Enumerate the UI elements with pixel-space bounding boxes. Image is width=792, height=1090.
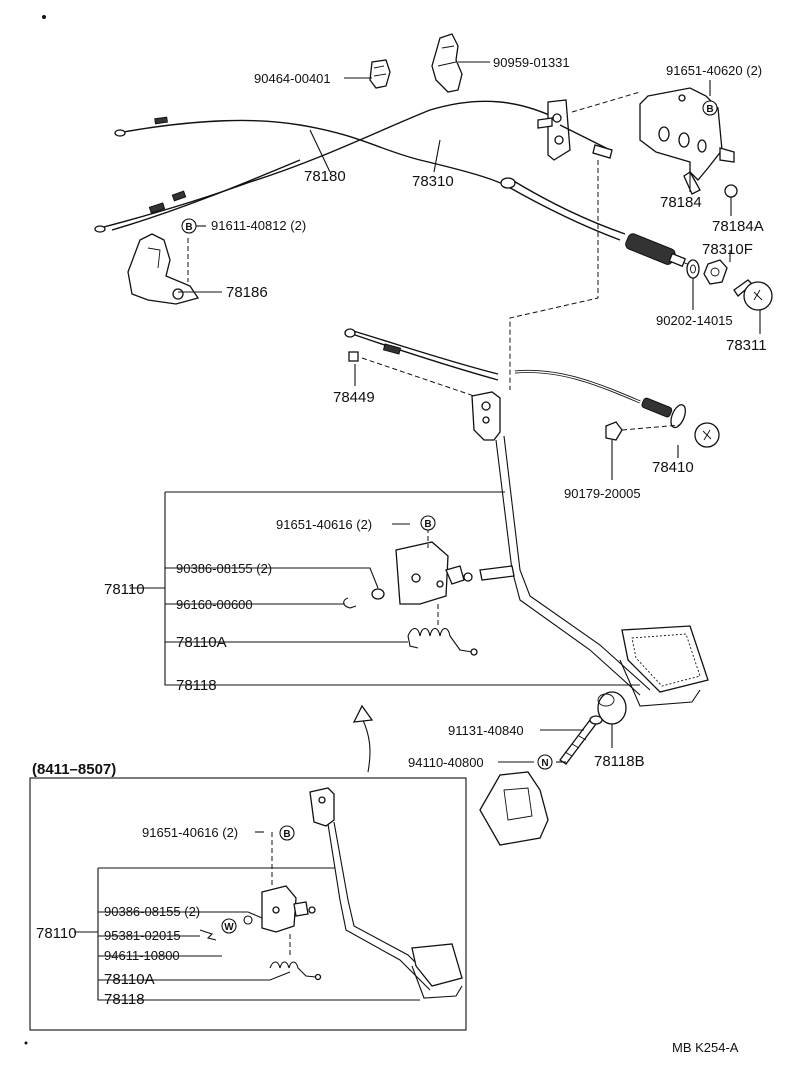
bolt-91131	[559, 715, 603, 765]
label-78184a: 78184A	[712, 218, 764, 235]
marker-b-inset: B	[279, 825, 295, 841]
clip-90959	[431, 33, 463, 93]
inset-label-78118: 78118	[104, 991, 145, 1008]
nut-78310f	[703, 259, 728, 285]
label-94110-40800: 94110-40800	[408, 755, 484, 770]
footer-code: MB K254-A	[672, 1040, 739, 1055]
clip-78184a	[724, 184, 738, 206]
pedal-bracket	[395, 541, 515, 605]
marker-n: N	[537, 754, 553, 770]
clip-96160	[343, 597, 357, 609]
marker-b-main: B	[420, 515, 436, 531]
svg-text:B: B	[424, 519, 431, 530]
label-91651-40620: 91651-40620 (2)	[666, 63, 762, 78]
label-91651-40616: 91651-40616 (2)	[276, 517, 372, 532]
label-96160-00600: 96160-00600	[176, 597, 253, 612]
inset-label-95381-02015: 95381-02015	[104, 928, 181, 943]
inset-label-94611-10800: 94611-10800	[104, 948, 180, 963]
label-78310f: 78310F	[702, 241, 753, 258]
assembly-bracket-78110	[164, 491, 640, 686]
label-78186: 78186	[226, 284, 268, 301]
inset-title: (8411–8507)	[32, 761, 116, 778]
inset-spring	[269, 961, 322, 981]
inset-label-91651-40616: 91651-40616 (2)	[142, 825, 238, 840]
label-78110: 78110	[104, 581, 145, 598]
spring-78110a	[407, 627, 478, 656]
cable-holder-78186	[127, 233, 200, 305]
cable-78310	[500, 177, 697, 269]
cable-78449	[344, 328, 499, 399]
inset-clip	[199, 929, 217, 941]
pedal-arm-78118	[471, 391, 709, 707]
label-78118: 78118	[176, 677, 217, 694]
label-78311: 78311	[726, 337, 767, 354]
label-90202-14015: 90202-14015	[656, 313, 733, 328]
marker-b-top: B	[702, 100, 718, 116]
cable-78410	[514, 369, 720, 448]
bracket-78184	[639, 87, 735, 195]
label-78118b: 78118B	[594, 753, 645, 770]
label-90464-00401: 90464-00401	[254, 71, 331, 86]
label-78449: 78449	[333, 389, 375, 406]
stopper-78118b	[597, 691, 627, 725]
cable-bracket-clamp	[537, 99, 613, 161]
inset-box	[29, 777, 467, 1031]
clip-90464	[369, 59, 391, 89]
marker-w-inset: W	[221, 918, 237, 934]
label-90386-08155: 90386-08155 (2)	[176, 561, 272, 576]
bolt-90386	[371, 588, 385, 600]
inset-bracket	[261, 885, 316, 933]
svg-text:W: W	[224, 922, 234, 933]
label-78310: 78310	[412, 173, 454, 190]
inset-label-78110: 78110	[36, 925, 77, 942]
inset-label-90386-08155: 90386-08155 (2)	[104, 904, 200, 919]
label-78180: 78180	[304, 168, 346, 185]
label-91611-40812: 91611-40812 (2)	[211, 218, 306, 233]
label-78410: 78410	[652, 459, 694, 476]
svg-text:B: B	[185, 222, 192, 233]
label-78184: 78184	[660, 194, 702, 211]
stopper-bracket	[479, 771, 549, 846]
svg-text:B: B	[283, 829, 290, 840]
inset-label-78110a: 78110A	[104, 971, 155, 988]
marker-b-left: B	[181, 218, 197, 234]
label-90959-01331: 90959-01331	[493, 55, 570, 70]
washer-90202	[686, 259, 700, 279]
label-91131-40840: 91131-40840	[448, 723, 524, 738]
marker-flange-inset	[243, 915, 253, 925]
svg-text:N: N	[541, 758, 548, 769]
label-90179-20005: 90179-20005	[564, 486, 641, 501]
cable-78180	[94, 100, 561, 233]
knob-78311	[733, 279, 773, 311]
svg-text:B: B	[706, 104, 713, 115]
label-78110a: 78110A	[176, 634, 227, 651]
inset-pedal-arm	[309, 787, 463, 999]
arrow-up-icon	[352, 704, 374, 773]
